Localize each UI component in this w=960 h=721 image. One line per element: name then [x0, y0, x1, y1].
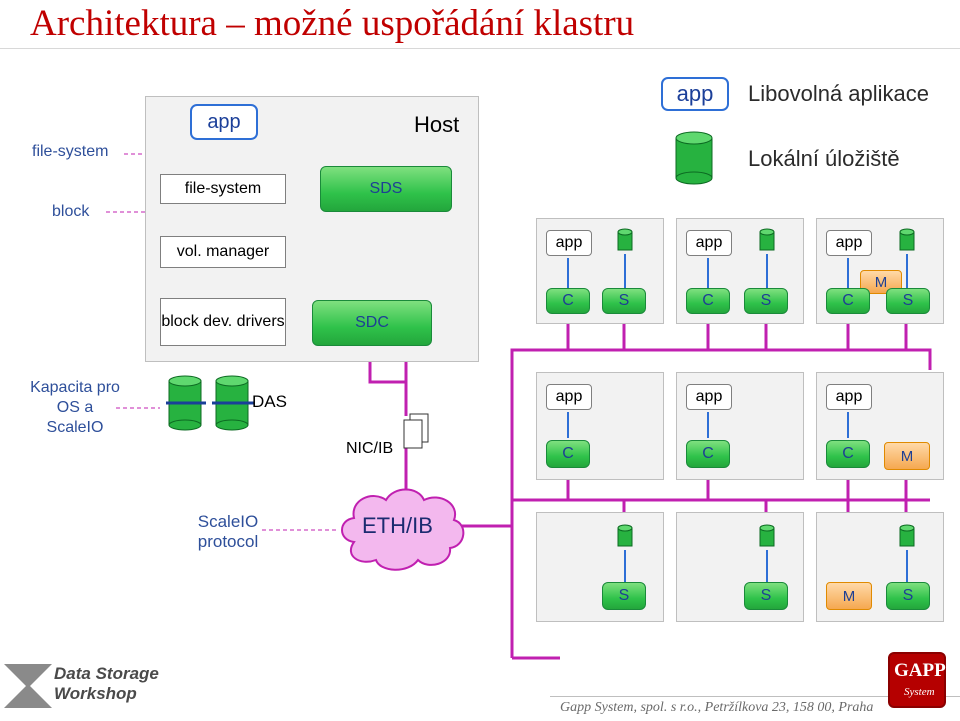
bus-top [510, 348, 932, 658]
n4-c: C [546, 440, 590, 468]
n9-m: M [826, 582, 872, 610]
network-label: ETH/IB [362, 513, 433, 538]
n7-disk-icon [617, 524, 633, 547]
legend-app-text: Libovolná aplikace [748, 81, 930, 106]
sdc-link [368, 345, 408, 416]
nic-icon [403, 413, 429, 449]
n2-c: C [686, 288, 730, 314]
n3-app: app [826, 230, 872, 256]
slide-title: Architektura – možné uspořádání klastru [30, 3, 635, 44]
n7-s: S [602, 582, 646, 610]
n8-disk-icon [759, 524, 775, 547]
gapp-logo: GAPP System [888, 652, 946, 708]
n8-s: S [744, 582, 788, 610]
gapp-logo-text: GAPP [894, 660, 946, 681]
n9-disk-icon [899, 524, 915, 547]
n2-disk-icon [759, 228, 775, 251]
das-disks [166, 375, 254, 431]
n6-c: C [826, 440, 870, 468]
capacity-label: Kapacita pro OS a ScaleIO [30, 379, 120, 436]
n4-app: app [546, 384, 592, 410]
workshop-line2: Workshop [54, 684, 137, 703]
host-block-dev-box: block dev. drivers [160, 298, 286, 346]
filesystem-label: file-system [32, 143, 109, 160]
n9-s: S [886, 582, 930, 610]
host-filesystem-box: file-system [160, 174, 286, 204]
n2-s: S [744, 288, 788, 314]
n6-m: M [884, 442, 930, 470]
protocol-label: ScaleIO protocol [197, 512, 259, 551]
legend-storage-text: Lokální úložiště [748, 146, 900, 171]
legend-storage-icon [675, 131, 713, 185]
host-app-box: app [190, 104, 258, 140]
n5-app: app [686, 384, 732, 410]
n3-c: C [826, 288, 870, 314]
block-label: block [52, 203, 90, 220]
host-sdc-box: SDC [312, 300, 432, 346]
host-title: Host [414, 112, 460, 137]
n5-c: C [686, 440, 730, 468]
n1-c: C [546, 288, 590, 314]
n1-disk-icon [617, 228, 633, 251]
n2-app: app [686, 230, 732, 256]
nic-label: NIC/IB [346, 440, 394, 457]
legend-app-box: app [661, 77, 729, 111]
n3-s: S [886, 288, 930, 314]
footer-rule [550, 696, 960, 697]
n3-disk-icon [899, 228, 915, 251]
das-disk-2-icon [212, 375, 254, 431]
n1-s: S [602, 288, 646, 314]
n6-app: app [826, 384, 872, 410]
n1-app: app [546, 230, 592, 256]
eth-cloud-icon [341, 488, 465, 571]
title-divider [0, 48, 960, 49]
das-disk-1-icon [166, 375, 206, 431]
workshop-logo-icon [4, 664, 52, 708]
footer-text: Gapp System, spol. s r.o., Petržílkova 2… [560, 700, 874, 715]
host-sds-box: SDS [320, 166, 452, 212]
gapp-logo-sub: System [904, 686, 935, 698]
workshop-line1: Data Storage [54, 664, 159, 683]
das-label: DAS [252, 392, 287, 411]
host-vol-manager-box: vol. manager [160, 236, 286, 268]
